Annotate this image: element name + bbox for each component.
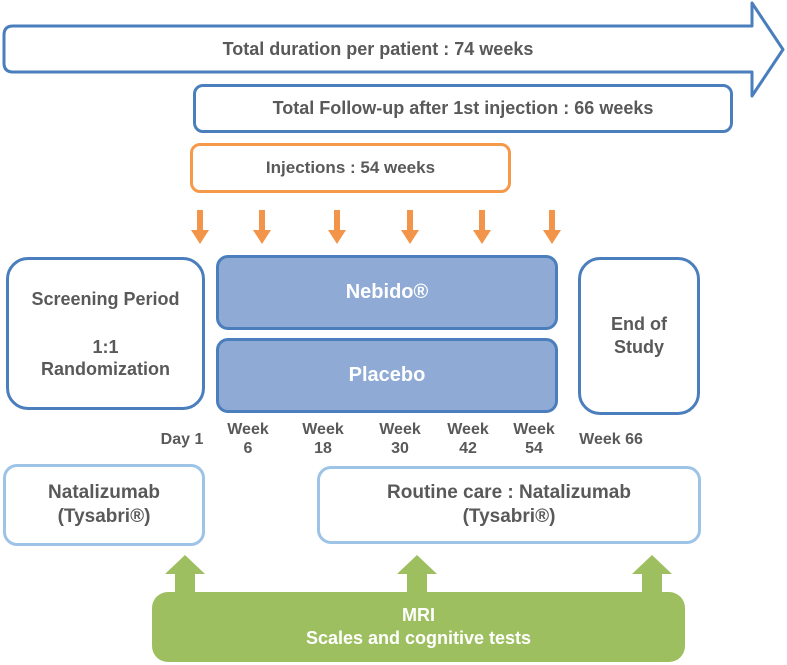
injection-arrow-icon [473, 210, 491, 244]
timeline-label-day1: Day 1 [160, 430, 204, 448]
timeline-label-week66: Week 66 [579, 430, 643, 448]
routine-care-box: Routine care : Natalizumab (Tysabri®) [317, 466, 701, 544]
placebo-arm-box: Placebo [216, 338, 558, 413]
followup-box: Total Follow-up after 1st injection : 66… [193, 84, 733, 133]
mri-label-line1: MRI [402, 605, 435, 625]
mri-label-line2: Scales and cognitive tests [305, 628, 532, 648]
timeline-label-week18: Week 18 [302, 421, 344, 457]
injection-arrow-icon [253, 210, 271, 244]
injection-arrow-icon [328, 210, 346, 244]
end-of-study-box: End of Study [578, 257, 700, 415]
assessment-arrow-icon [632, 555, 672, 593]
injections-box: Injections : 54 weeks [190, 143, 511, 193]
nebido-arm-box: Nebido® [216, 255, 558, 330]
placebo-label: Placebo [348, 364, 426, 386]
followup-label: Total Follow-up after 1st injection : 66… [272, 98, 654, 118]
assessment-arrow-icon [165, 555, 205, 593]
screening-box: Screening Period 1:1 Randomization [6, 257, 205, 410]
routine-care-label-line1: Routine care : Natalizumab [387, 482, 631, 503]
nebido-label: Nebido® [345, 281, 429, 303]
injection-arrow-icon [543, 210, 561, 244]
duration-arrow-icon [2, 1, 785, 98]
routine-care-label-line2: (Tysabri®) [462, 506, 556, 527]
injection-arrow-icon [191, 210, 209, 244]
assessment-arrow-icon [397, 555, 437, 593]
timeline-label-week6: Week 6 [227, 421, 269, 457]
natalizumab-label-line1: Natalizumab [48, 482, 160, 503]
end-of-study-label-line2: Study [613, 337, 664, 357]
injection-arrow-icon [401, 210, 419, 244]
natalizumab-box: Natalizumab (Tysabri®) [3, 464, 205, 546]
timeline-label-week42: Week 42 [447, 421, 489, 457]
natalizumab-label-line2: (Tysabri®) [57, 506, 151, 527]
randomization-label: 1:1 Randomization [41, 336, 170, 379]
screening-label: Screening Period [31, 288, 180, 309]
duration-label: Total duration per patient : 74 weeks [222, 38, 534, 59]
injections-label: Injections : 54 weeks [265, 158, 436, 177]
end-of-study-label-line1: End of [611, 314, 667, 334]
timeline-label-week54: Week 54 [513, 421, 555, 457]
mri-assessments-box: MRI Scales and cognitive tests [152, 592, 685, 662]
timeline-label-week30: Week 30 [379, 421, 421, 457]
